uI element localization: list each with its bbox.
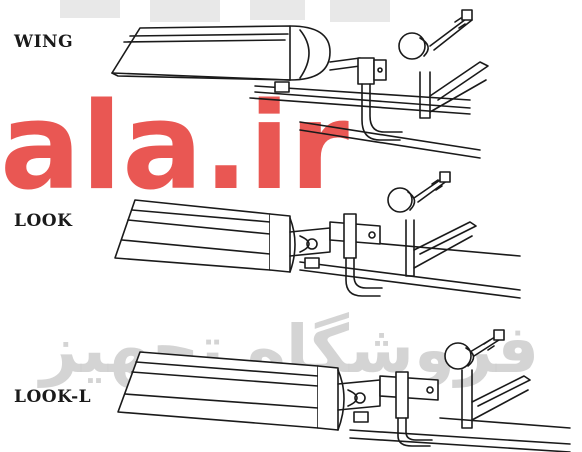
label-wing: WING	[14, 32, 74, 52]
watermark-latin: ala.ir	[0, 78, 349, 217]
look-l-operator	[117, 329, 571, 452]
label-look: LOOK	[14, 211, 73, 231]
watermark-top-ghost	[60, 0, 390, 22]
look-operator	[114, 171, 521, 299]
wing-operator	[111, 9, 489, 159]
label-look-l: LOOK-L	[14, 387, 92, 407]
